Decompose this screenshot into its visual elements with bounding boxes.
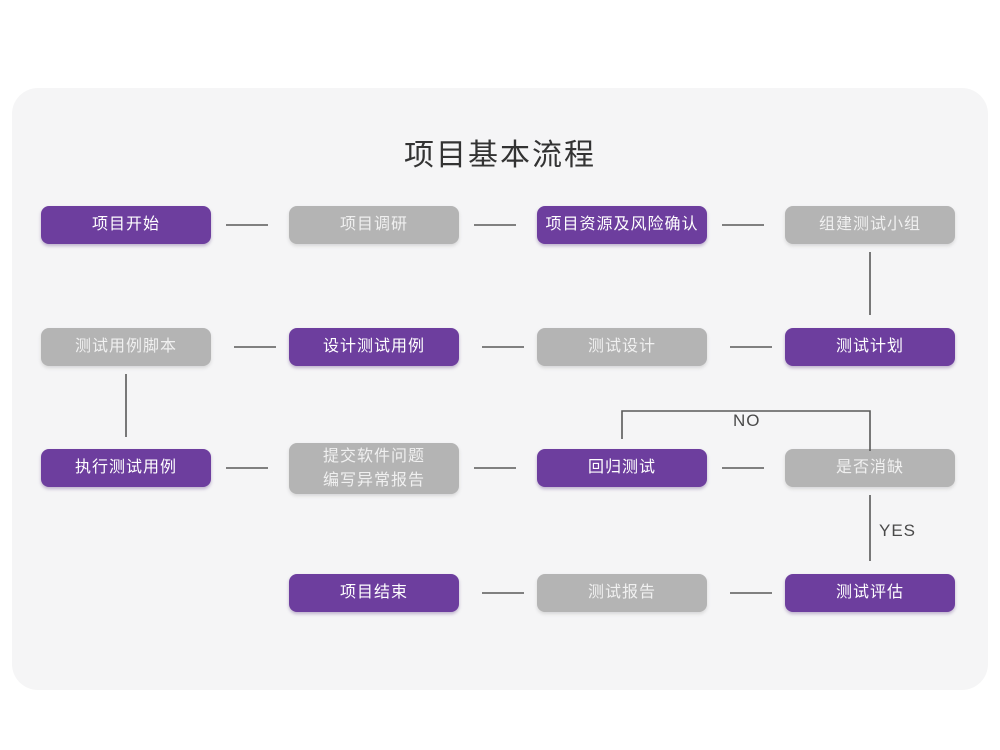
arrow-n6-to-n5 [226, 335, 276, 359]
flow-node-test-evaluation[interactable]: 测试评估 [785, 574, 955, 612]
arrow-n15-to-n14 [722, 581, 772, 605]
arrow-n11-to-n12 [722, 456, 772, 480]
arrow-n10-to-n11 [474, 456, 524, 480]
arrow-n1-to-n2 [226, 213, 276, 237]
flow-node-project-end[interactable]: 项目结束 [289, 574, 459, 612]
flow-node-execute-testcase[interactable]: 执行测试用例 [41, 449, 211, 487]
arrow-n5-to-n9 [118, 374, 138, 446]
arrow-n2-to-n3 [474, 213, 524, 237]
edge-label-no: NO [733, 411, 761, 430]
arrow-n8-to-n7 [722, 335, 772, 359]
arrow-n14-to-n13 [474, 581, 524, 605]
flow-node-test-design[interactable]: 测试设计 [537, 328, 707, 366]
page-title: 项目基本流程 [404, 139, 596, 172]
flow-node-design-testcase[interactable]: 设计测试用例 [289, 328, 459, 366]
flow-node-resource-risk-confirm[interactable]: 项目资源及风险确认 [537, 206, 707, 244]
flow-node-testcase-script[interactable]: 测试用例脚本 [41, 328, 211, 366]
flow-node-test-report[interactable]: 测试报告 [537, 574, 707, 612]
arrow-n9-to-n10 [226, 456, 276, 480]
arrow-n7-to-n6 [474, 335, 524, 359]
flow-node-test-plan[interactable]: 测试计划 [785, 328, 955, 366]
flow-node-project-research[interactable]: 项目调研 [289, 206, 459, 244]
arrow-n3-to-n4 [722, 213, 772, 237]
arrow-n4-to-n8 [862, 252, 882, 324]
flow-node-defect-resolved[interactable]: 是否消缺 [785, 449, 955, 487]
flow-node-build-test-team[interactable]: 组建测试小组 [785, 206, 955, 244]
flow-node-project-start[interactable]: 项目开始 [41, 206, 211, 244]
edge-label-yes: YES [879, 521, 917, 540]
arrow-yes-n12-to-n15 [862, 495, 882, 571]
arrow-no-loop-n12-to-n11 [610, 405, 890, 457]
flow-node-regression-test[interactable]: 回归测试 [537, 449, 707, 487]
flow-node-submit-issue-report[interactable]: 提交软件问题 编写异常报告 [289, 443, 459, 494]
